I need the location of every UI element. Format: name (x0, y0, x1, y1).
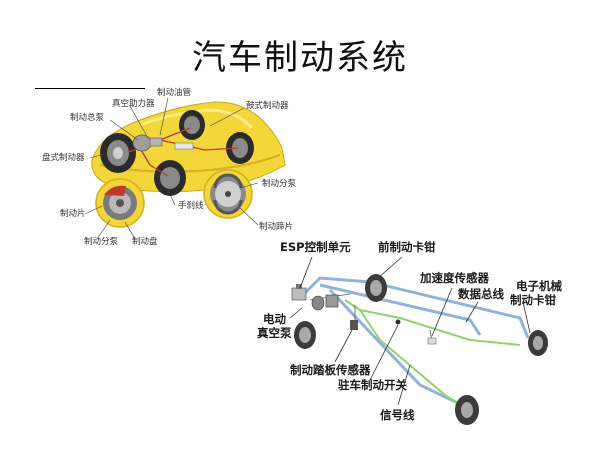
parking-switch-component (395, 319, 401, 325)
pedal-sensor-component (350, 320, 358, 330)
label-esp-unit: ESP控制单元 (280, 240, 351, 254)
top-leader-lines (84, 97, 259, 240)
label-drum-brake: 鼓式制动器 (246, 101, 289, 111)
wheel-front-right-top (179, 110, 205, 140)
bottom-diagram-background (246, 236, 566, 436)
label-data-bus: 数据总线 (458, 287, 504, 301)
bottom-leader-lines (289, 256, 531, 406)
label-handbrake-cable: 手刹线 (178, 201, 204, 211)
label-brake-pad: 制动片 (60, 209, 86, 219)
drum-brake-callout (203, 169, 253, 219)
wheel-front-right-bottom (365, 274, 387, 302)
label-accel-sensor: 加速度传感器 (420, 271, 489, 285)
label-brake-pipe: 制动油管 (157, 88, 192, 98)
title-underline (35, 88, 145, 89)
label-wheel-cylinder-right: 制动分泵 (262, 179, 297, 189)
accel-sensor-component (427, 337, 437, 345)
booster-unit-illustration (132, 134, 194, 152)
esp-unit-component (291, 284, 307, 301)
label-epb-caliper-line1: 电子机械 (516, 279, 562, 293)
label-epb-caliper-line2: 制动卡钳 (510, 293, 556, 307)
label-pedal-sensor: 制动踏板传感器 (290, 363, 371, 377)
label-vacuum-booster: 真空助力器 (112, 99, 155, 109)
label-signal-line: 信号线 (380, 408, 415, 422)
vacuum-pump-component (311, 294, 339, 311)
label-vacuum-pump-line1: 电动 (263, 312, 286, 326)
label-parking-switch: 驻车制动开关 (338, 378, 407, 392)
label-master-cylinder: 制动总泵 (70, 113, 105, 123)
label-disc-brake: 盘式制动器 (42, 153, 85, 163)
label-brake-disc: 制动盘 (132, 237, 158, 247)
label-brake-shoe: 制动蹄片 (259, 222, 294, 232)
disc-brake-callout (95, 178, 145, 228)
wheel-rear-left-bottom (455, 395, 479, 425)
wheel-rear-left-top (154, 160, 186, 196)
label-front-caliper: 前制动卡钳 (378, 240, 436, 254)
label-wheel-cylinder-left: 制动分泵 (84, 237, 119, 247)
wheel-front-left-top (100, 133, 136, 173)
label-vacuum-pump-line2: 真空泵 (257, 326, 292, 340)
wheel-rear-right-bottom (528, 330, 548, 356)
wheel-rear-right-top (226, 132, 254, 164)
wheel-front-left-bottom (294, 321, 316, 349)
page-title: 汽车制动系统 (192, 38, 408, 78)
